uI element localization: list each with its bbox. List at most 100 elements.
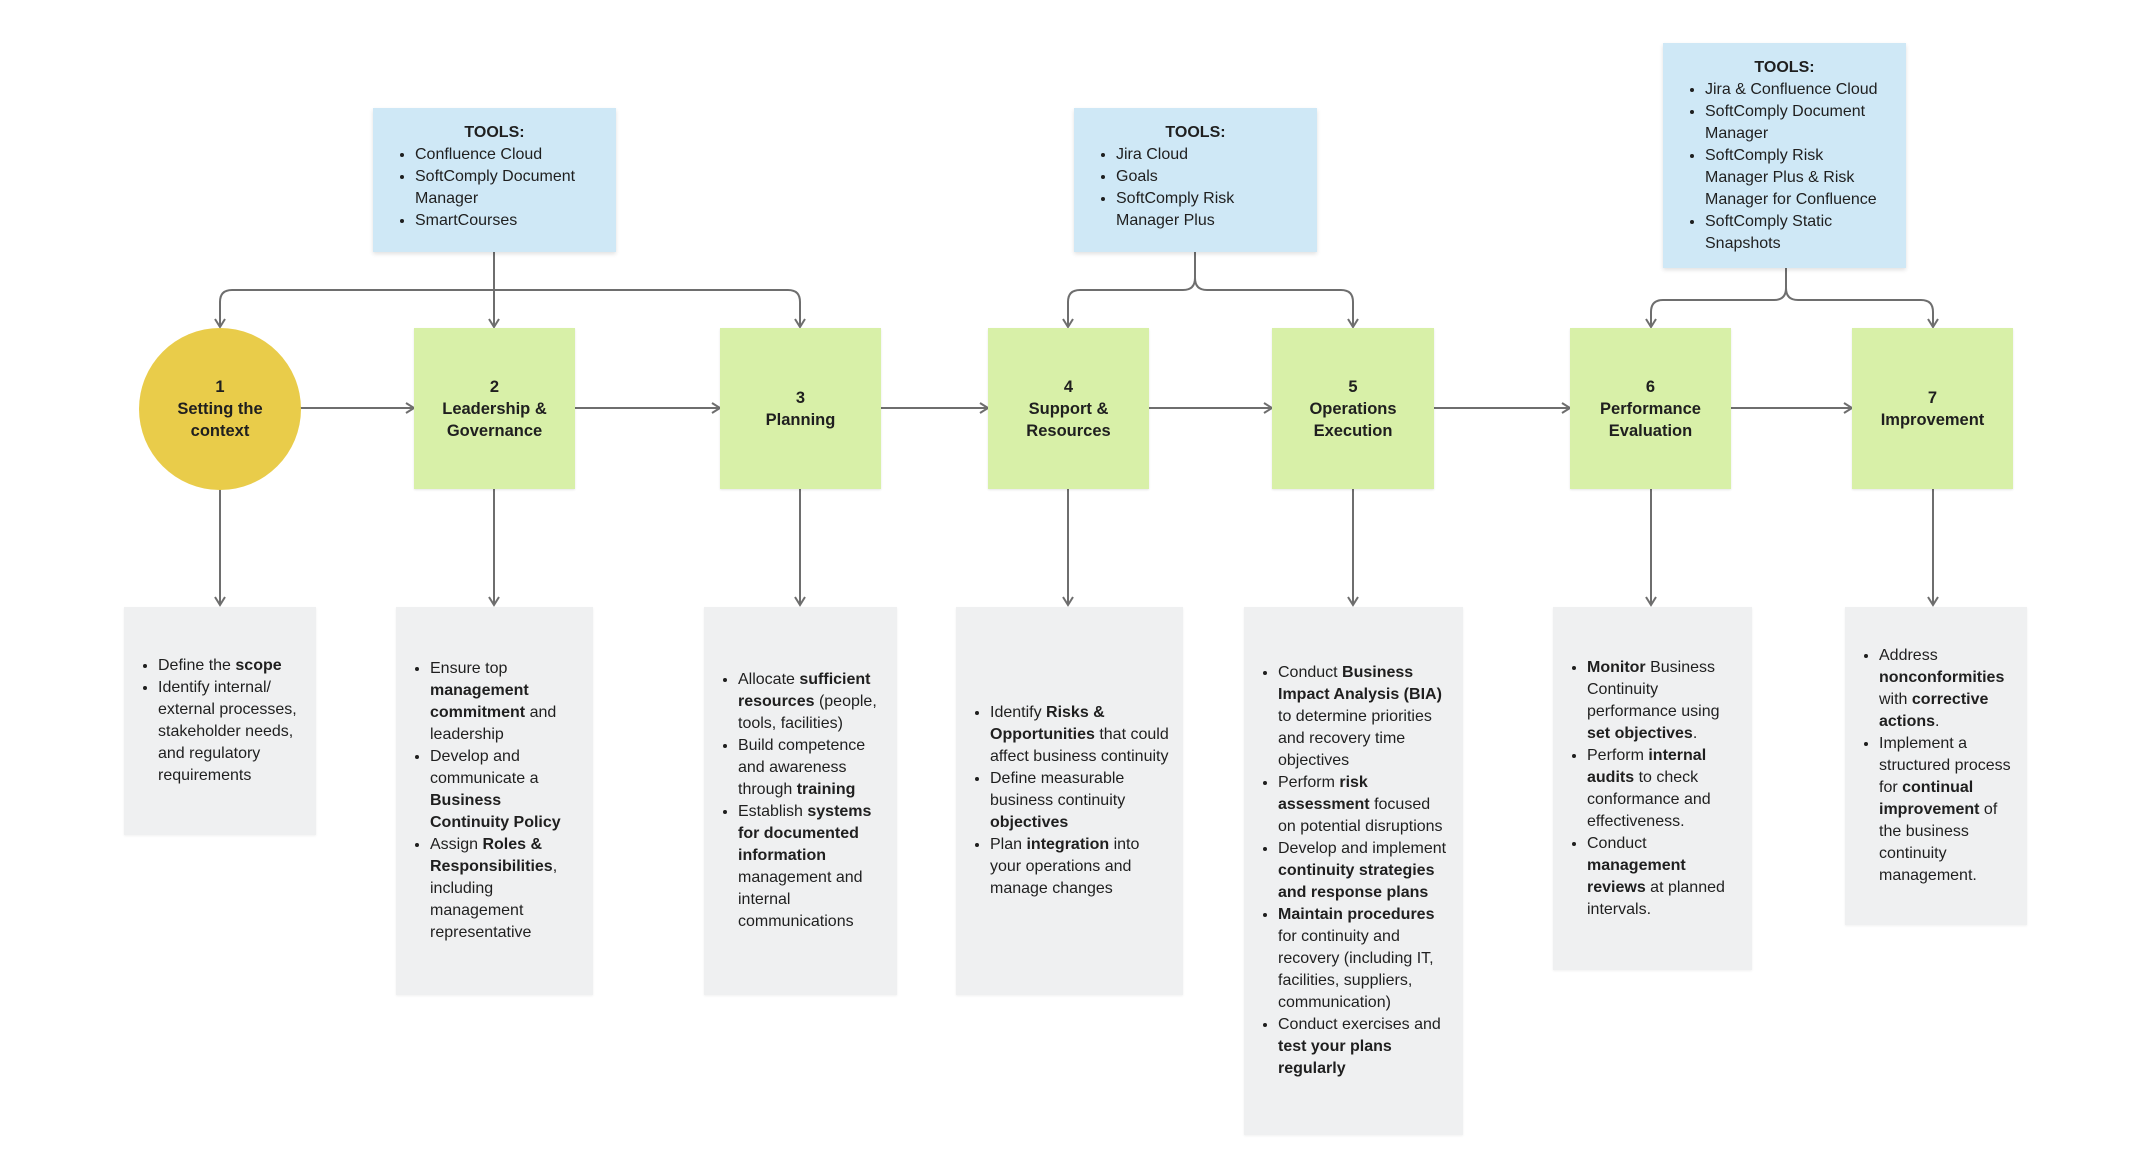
tools-2-connector-right	[1194, 277, 1359, 329]
details-text: Conduct	[1587, 834, 1647, 852]
tools-2-connector-left	[1062, 289, 1183, 329]
step-label: Operations Execution	[1309, 399, 1397, 440]
step-number: 7	[1927, 388, 1938, 407]
step-label: Planning	[765, 410, 836, 429]
details-text: .	[1935, 713, 1940, 730]
details-text: to check conformance and effectiveness.	[1587, 768, 1711, 830]
tools-box-title: TOOLS:	[1754, 59, 1815, 76]
details-bold-text: systems for documented information	[738, 803, 872, 864]
details-text: Implement a structured process for	[1879, 735, 2011, 796]
details-bold-text: Maintain procedures	[1278, 906, 1435, 923]
details-box-6: Monitor Business Continuity performance …	[1553, 607, 1752, 970]
details-box-2: Ensure top management commitment and lea…	[396, 607, 593, 995]
tools-item: Confluence Cloud	[415, 144, 598, 166]
details-text: , including management representative	[430, 858, 558, 941]
details-text: .	[1692, 724, 1698, 742]
details-text: Develop and communicate a	[430, 748, 539, 787]
details-bold-text: Business Continuity Policy	[430, 792, 561, 831]
step-number: 5	[1348, 377, 1358, 396]
details-item: Develop and communicate a Business Conti…	[430, 746, 579, 834]
details-text: of the business continuity management.	[1879, 801, 1998, 884]
details-item: Identify Risks & Opportunities that coul…	[990, 702, 1169, 768]
details-box-3: Allocate sufficient resources (people, t…	[704, 607, 897, 995]
details-item: Maintain procedures for continuity and r…	[1278, 904, 1449, 1014]
details-list: Ensure top management commitment and lea…	[406, 658, 579, 944]
details-text: Define the	[158, 657, 236, 674]
details-item: Address nonconformities with corrective …	[1879, 645, 2013, 733]
step-number: 1	[215, 378, 225, 396]
step-label: Improvement	[1880, 410, 1985, 429]
details-text: to determine priorities and recovery tim…	[1278, 708, 1432, 769]
tools-3-connector-left	[1645, 299, 1774, 329]
step-5-box: 5 Operations Execution	[1272, 328, 1434, 489]
details-item: Define the scope	[158, 655, 302, 677]
details-item: Define measurable business continuity ob…	[990, 768, 1169, 834]
details-bold-text: Business Impact Analysis (BIA)	[1278, 664, 1442, 703]
details-bold-text: risk assessment	[1278, 774, 1370, 813]
details-text: Conduct	[1278, 664, 1343, 681]
step-label: Performance Evaluation	[1600, 399, 1701, 440]
details-text: and leadership	[430, 704, 557, 743]
step-7-box: 7 Improvement	[1852, 328, 2013, 489]
details-item: Conduct Business Impact Analysis (BIA) t…	[1278, 662, 1449, 772]
tools-list: Confluence Cloud SoftComply Document Man…	[391, 144, 598, 232]
tools-item: SoftComply Document Manager	[1705, 101, 1888, 145]
details-text: Define measurable business continuity	[990, 770, 1126, 809]
details-item: Ensure top management commitment and lea…	[430, 658, 579, 746]
details-item: Identify internal/ external processes, s…	[158, 677, 302, 787]
details-text: Business Continuity performance using	[1587, 658, 1720, 720]
step-number: 4	[1063, 377, 1074, 396]
tools-item: Goals	[1116, 166, 1299, 188]
tools-3-connector-right	[1785, 287, 1939, 329]
details-text: that could affect business continuity	[990, 726, 1169, 765]
step-1-circle: 1 Setting the context	[139, 328, 301, 490]
details-text: Perform	[1587, 746, 1649, 764]
details-bold-text: set objectives	[1587, 724, 1693, 742]
details-bold-text: integration	[1026, 836, 1110, 853]
details-list: Identify Risks & Opportunities that coul…	[966, 702, 1169, 900]
details-list: Address nonconformities with corrective …	[1855, 645, 2013, 887]
details-text: at planned intervals.	[1587, 878, 1725, 918]
details-bold-text: internal audits	[1587, 746, 1707, 786]
details-text: with	[1879, 691, 1912, 708]
details-bold-text: management reviews	[1587, 856, 1686, 896]
details-bold-text: Roles & Responsibilities	[430, 836, 553, 875]
details-box-7: Address nonconformities with corrective …	[1845, 607, 2027, 925]
details-item: Build competence and awareness through t…	[738, 735, 883, 801]
tools-box-title: TOOLS:	[464, 124, 525, 141]
step-4-box: 4 Support & Resources	[988, 328, 1149, 489]
details-item: Perform internal audits to check conform…	[1587, 745, 1738, 833]
details-bold-text: continual improvement	[1879, 779, 1980, 818]
details-text: into your operations and manage changes	[990, 836, 1140, 897]
step-label: Leadership & Governance	[442, 399, 547, 440]
details-item: Develop and implement continuity strateg…	[1278, 838, 1449, 904]
step-2-box: 2 Leadership & Governance	[414, 328, 575, 489]
details-text: Identify internal/ external processes, s…	[158, 679, 297, 784]
step-number: 3	[795, 388, 806, 407]
details-text: Allocate	[738, 671, 800, 688]
tools-1-connector-right	[494, 289, 806, 329]
details-item: Conduct exercises and test your plans re…	[1278, 1014, 1449, 1080]
tools-item: Jira Cloud	[1116, 144, 1299, 166]
tools-item: SoftComply Document Manager	[415, 166, 598, 210]
tools-box-3: TOOLS: Jira & Confluence Cloud SoftCompl…	[1663, 43, 1906, 268]
step-6-box: 6 Performance Evaluation	[1570, 328, 1731, 489]
details-bold-text: scope	[235, 657, 282, 674]
details-text: Build competence and awareness through	[738, 737, 866, 798]
details-text: management and internal communications	[738, 869, 863, 930]
details-item: Conduct management reviews at planned in…	[1587, 833, 1738, 921]
tools-item: SoftComply Risk Manager Plus	[1116, 188, 1299, 232]
details-item: Perform risk assessment focused on poten…	[1278, 772, 1449, 838]
details-list: Allocate sufficient resources (people, t…	[714, 669, 883, 933]
details-bold-text: Monitor	[1587, 658, 1646, 676]
details-item: Establish systems for documented informa…	[738, 801, 883, 933]
details-bold-text: nonconformities	[1879, 669, 2005, 686]
tools-box-2: TOOLS: Jira Cloud Goals SoftComply Risk …	[1074, 108, 1317, 252]
details-text: Perform	[1278, 774, 1340, 791]
step-label: Setting the context	[177, 400, 263, 440]
details-item: Monitor Business Continuity performance …	[1587, 657, 1738, 745]
details-text: Establish	[738, 803, 808, 820]
details-text: Conduct exercises and	[1278, 1016, 1441, 1033]
details-box-1: Define the scopeIdentify internal/ exter…	[124, 607, 316, 835]
details-box-4: Identify Risks & Opportunities that coul…	[956, 607, 1183, 995]
